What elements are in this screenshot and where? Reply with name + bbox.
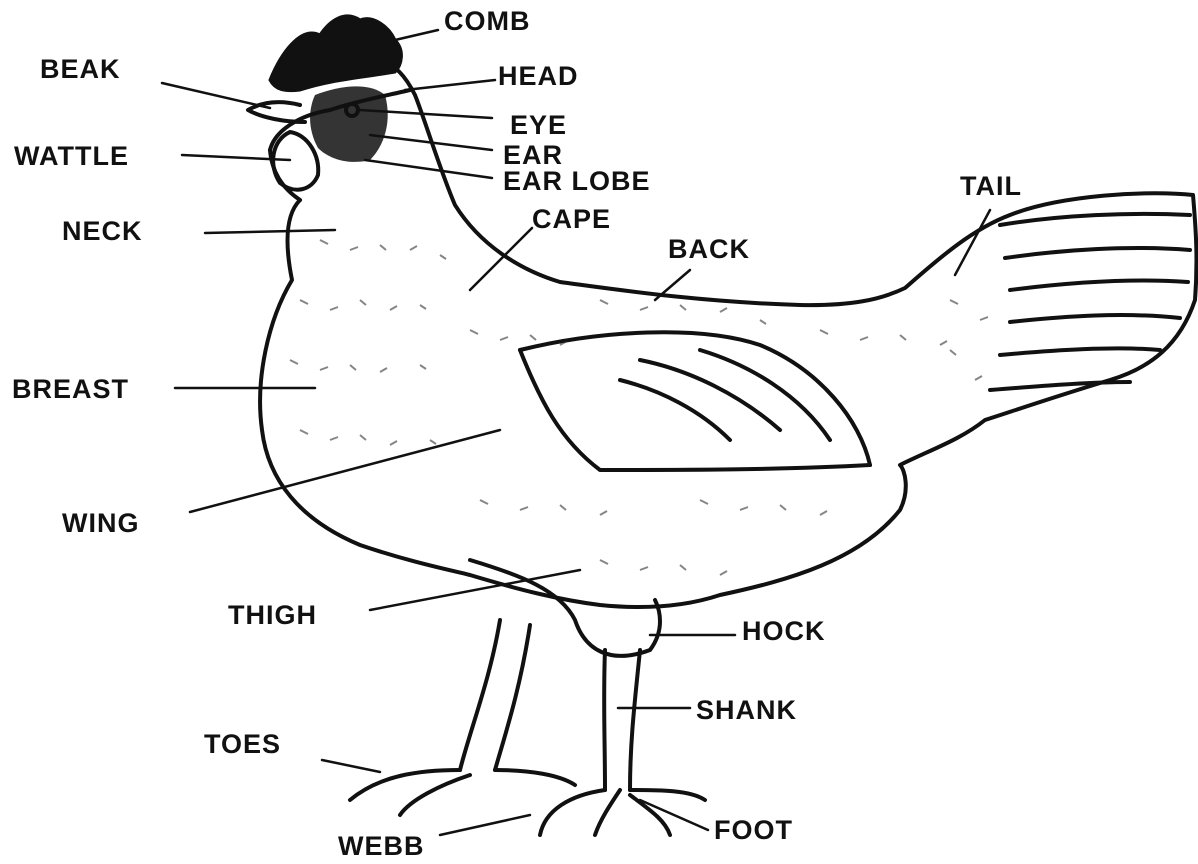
label-cape: CAPE [532,206,611,233]
label-ear: EAR [503,142,563,169]
label-ear-lobe: EAR LOBE [503,168,651,195]
label-neck: NECK [62,218,143,245]
label-back: BACK [668,236,750,263]
head-shading [310,86,388,162]
label-head: HEAD [498,63,579,90]
feather-texture [290,240,988,575]
label-eye: EYE [510,112,567,139]
leader-lines [162,30,990,835]
label-tail: TAIL [960,173,1022,200]
label-toes: TOES [204,731,281,758]
label-shank: SHANK [696,697,797,724]
label-beak: BEAK [40,56,121,83]
label-wattle: WATTLE [14,143,129,170]
label-foot: FOOT [714,817,793,844]
label-thigh: THIGH [228,602,317,629]
label-breast: BREAST [12,376,129,403]
label-webb: WEBB [338,833,425,860]
label-hock: HOCK [742,618,826,645]
label-comb: COMB [444,8,531,35]
comb-shape [270,16,401,91]
label-wing: WING [62,510,140,537]
